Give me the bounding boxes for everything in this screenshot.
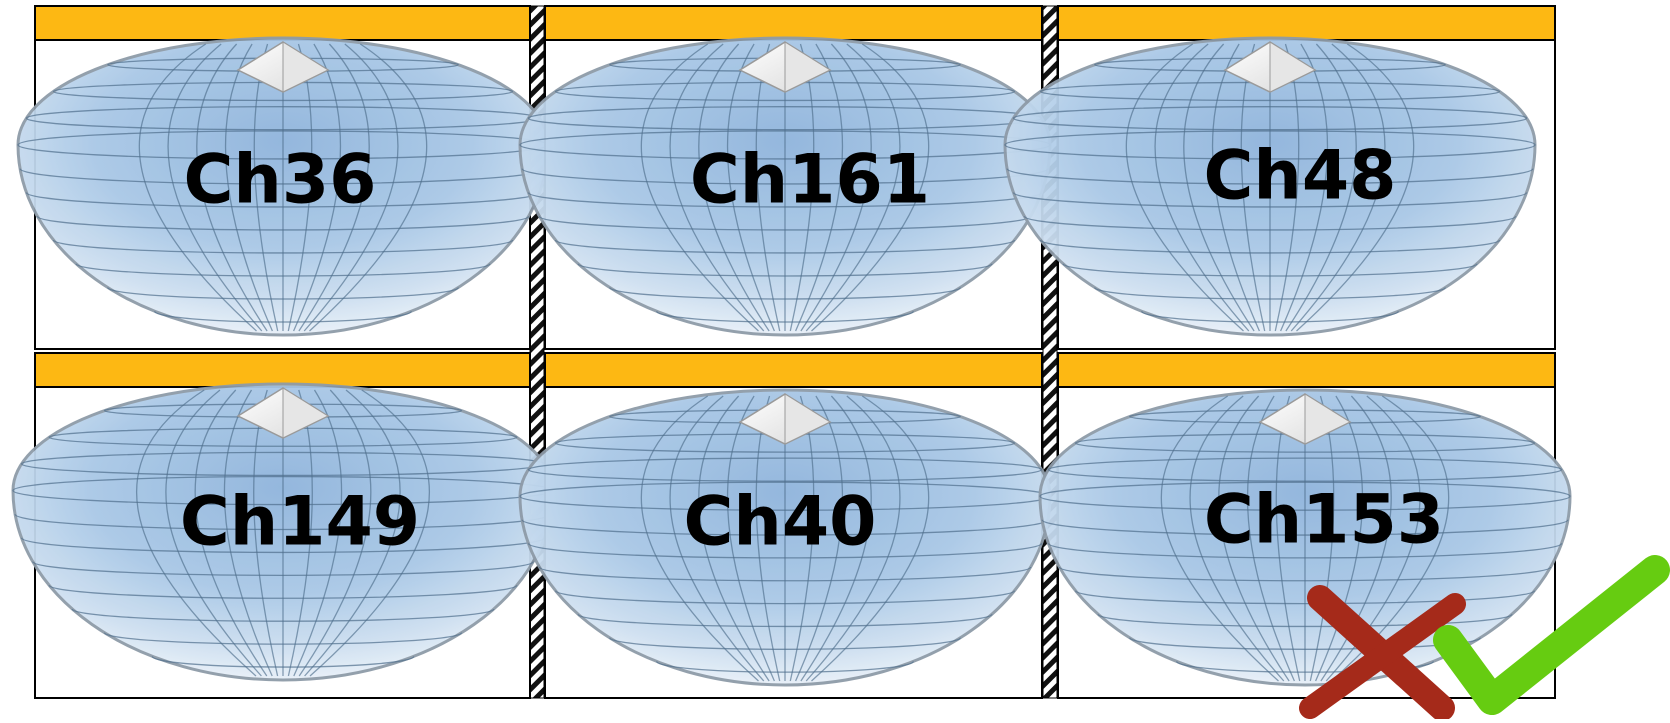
panel-header-bar	[544, 5, 1043, 41]
panel-header-bar	[34, 5, 531, 41]
antenna-panel	[1003, 5, 1556, 350]
channel-label-ch149: Ch149	[179, 482, 421, 562]
channel-label-ch40: Ch40	[683, 482, 877, 562]
antenna-panel	[518, 352, 1052, 699]
radiation-pattern-icon	[518, 388, 1052, 687]
channel-label-ch161: Ch161	[689, 140, 931, 220]
radiation-pattern-icon	[1003, 36, 1537, 337]
channel-label-ch36: Ch36	[183, 140, 377, 220]
x-mark-icon	[1299, 585, 1466, 721]
channel-label-ch153: Ch153	[1203, 480, 1445, 560]
antenna-panel	[518, 5, 1052, 350]
panel-header-bar	[34, 352, 531, 388]
check-mark-icon	[1433, 555, 1670, 715]
antenna-panel	[16, 5, 550, 350]
antenna-panel	[11, 352, 555, 699]
channel-label-ch48: Ch48	[1203, 136, 1397, 216]
radiation-pattern-icon	[16, 36, 550, 337]
panel-header-bar	[544, 352, 1043, 388]
panel-header-bar	[1057, 5, 1556, 41]
panel-header-bar	[1057, 352, 1556, 388]
